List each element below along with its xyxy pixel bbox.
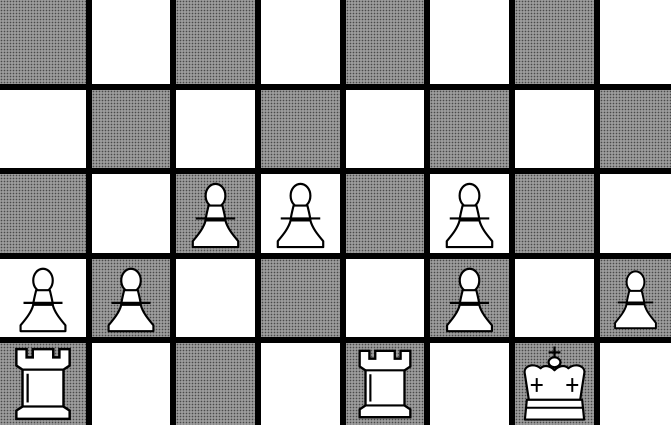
board-square-r1c0[interactable] [0, 90, 86, 168]
board-square-r3c6[interactable] [515, 259, 594, 337]
board-square-r4c0[interactable] [0, 343, 86, 425]
board-square-r0c3[interactable] [261, 0, 340, 84]
board-square-r2c0[interactable] [0, 174, 86, 253]
board-square-r3c5[interactable] [430, 259, 509, 337]
board-square-r2c5[interactable] [430, 174, 509, 253]
white-pawn-icon[interactable] [0, 259, 86, 337]
board-square-r2c3[interactable] [261, 174, 340, 253]
white-pawn-icon[interactable] [176, 174, 255, 253]
board-square-r1c7[interactable] [600, 90, 671, 168]
white-pawn-icon[interactable] [261, 174, 340, 253]
board-square-r0c4[interactable] [346, 0, 424, 84]
board-square-r0c5[interactable] [430, 0, 509, 84]
board-square-r0c2[interactable] [176, 0, 255, 84]
white-pawn-icon[interactable] [92, 259, 170, 337]
white-pawn-icon[interactable] [430, 259, 509, 337]
board-square-r4c4[interactable] [346, 343, 424, 425]
board-square-r4c3[interactable] [261, 343, 340, 425]
board-square-r2c2[interactable] [176, 174, 255, 253]
board-square-r1c1[interactable] [92, 90, 170, 168]
board-square-r4c7[interactable] [600, 343, 671, 425]
board-square-r2c4[interactable] [346, 174, 424, 253]
board-square-r1c4[interactable] [346, 90, 424, 168]
board-square-r0c1[interactable] [92, 0, 170, 84]
board-square-r3c3[interactable] [261, 259, 340, 337]
board-square-r3c2[interactable] [176, 259, 255, 337]
board-square-r4c1[interactable] [92, 343, 170, 425]
board-square-r2c1[interactable] [92, 174, 170, 253]
board-square-r4c2[interactable] [176, 343, 255, 425]
board-square-r3c7[interactable] [600, 259, 671, 337]
white-rook-icon[interactable] [346, 343, 424, 425]
board-square-r1c3[interactable] [261, 90, 340, 168]
board-square-r1c5[interactable] [430, 90, 509, 168]
board-square-r1c6[interactable] [515, 90, 594, 168]
board-square-r1c2[interactable] [176, 90, 255, 168]
white-king-icon[interactable] [515, 343, 594, 425]
white-rook-icon[interactable] [0, 343, 86, 425]
board-square-r3c4[interactable] [346, 259, 424, 337]
board-square-r4c5[interactable] [430, 343, 509, 425]
board-square-r0c6[interactable] [515, 0, 594, 84]
board-square-r2c6[interactable] [515, 174, 594, 253]
board-square-r3c0[interactable] [0, 259, 86, 337]
board-square-r0c0[interactable] [0, 0, 86, 84]
board-square-r2c7[interactable] [600, 174, 671, 253]
board-square-r4c6[interactable] [515, 343, 594, 425]
board-square-r0c7[interactable] [600, 0, 671, 84]
white-pawn-icon[interactable] [430, 174, 509, 253]
board-square-r3c1[interactable] [92, 259, 170, 337]
white-pawn-icon[interactable] [600, 259, 671, 337]
